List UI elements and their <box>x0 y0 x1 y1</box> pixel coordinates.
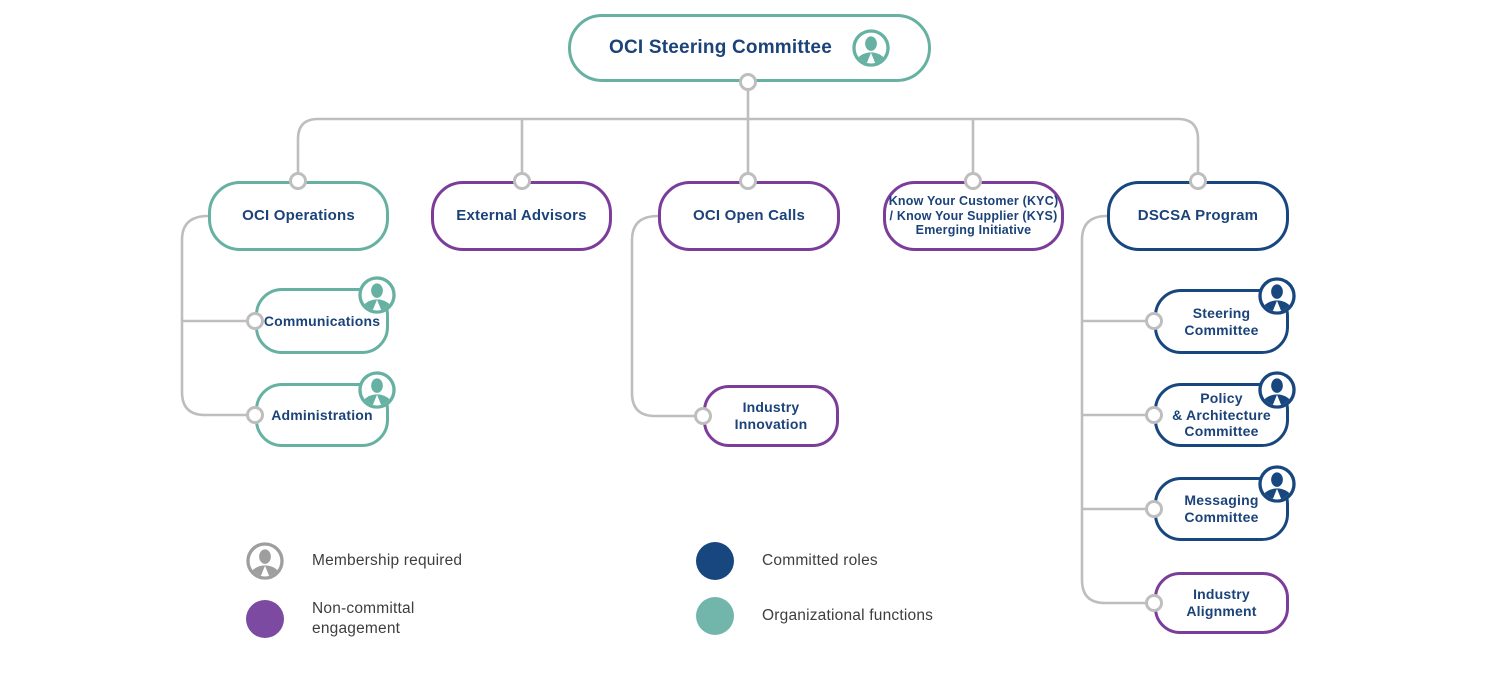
org-node-messaging-committee: Messaging Committee <box>1154 477 1289 541</box>
connector-node <box>1189 172 1207 190</box>
connector-node <box>289 172 307 190</box>
org-node-label: External Advisors <box>456 207 587 225</box>
legend-label: Non-committal engagement <box>312 600 415 638</box>
connector-node <box>1145 500 1163 518</box>
legend-swatch-navy <box>696 542 734 580</box>
org-node-label: Messaging Committee <box>1184 492 1259 525</box>
connector-node <box>1145 406 1163 424</box>
org-node-oci-operations: OCI Operations <box>208 181 389 251</box>
org-node-communications: Communications <box>255 288 389 354</box>
connector-node <box>694 407 712 425</box>
legend-item-committed-roles: Committed roles <box>696 542 878 580</box>
connector-node <box>739 172 757 190</box>
legend-swatch-purple <box>246 600 284 639</box>
legend-item-organizational-functions: Organizational functions <box>696 597 933 635</box>
org-node-kyc-kys-emerging-initiative: Know Your Customer (KYC) / Know Your Sup… <box>883 181 1064 251</box>
org-node-administration: Administration <box>255 383 389 447</box>
org-node-label: OCI Open Calls <box>693 207 805 225</box>
org-node-industry-alignment: Industry Alignment <box>1154 572 1289 634</box>
legend-label: Committed roles <box>762 551 878 569</box>
membership-icon <box>358 371 396 409</box>
org-node-policy-architecture-committee: Policy & Architecture Committee <box>1154 383 1289 447</box>
org-node-dscsa-program: DSCSA Program <box>1107 181 1289 251</box>
org-node-external-advisors: External Advisors <box>431 181 612 251</box>
org-node-label: Industry Alignment <box>1186 586 1257 619</box>
org-node-label: Communications <box>263 312 381 329</box>
org-node-label: Industry Innovation <box>734 399 808 432</box>
org-node-label: DSCSA Program <box>1137 207 1259 225</box>
legend-swatch-teal <box>696 597 734 635</box>
legend-label: Membership required <box>312 551 463 569</box>
org-node-label: OCI Operations <box>242 207 355 225</box>
connector-node <box>246 406 264 424</box>
org-node-label: Steering Committee <box>1184 304 1259 338</box>
membership-icon <box>1258 277 1296 315</box>
org-node-industry-innovation: Industry Innovation <box>703 385 839 447</box>
connector-node <box>739 73 757 91</box>
org-node-oci-steering-committee: OCI Steering Committee <box>568 14 931 82</box>
connector-node <box>1145 312 1163 330</box>
org-node-label: Know Your Customer (KYC) / Know Your Sup… <box>888 193 1059 238</box>
legend-label: Organizational functions <box>762 606 934 624</box>
connector-node <box>246 312 264 330</box>
legend-item-membership-required: Membership required <box>246 542 462 580</box>
connector-node <box>964 172 982 190</box>
membership-icon <box>358 276 396 314</box>
org-node-label: Administration <box>271 406 373 423</box>
connector-node <box>513 172 531 190</box>
legend-item-non-committal-engagement: Non-committal engagement <box>246 599 415 639</box>
membership-icon <box>852 29 890 67</box>
membership-icon <box>1258 371 1296 409</box>
org-node-oci-open-calls: OCI Open Calls <box>658 181 840 251</box>
membership-icon <box>246 542 284 580</box>
org-node-label: OCI Steering Committee <box>609 36 832 58</box>
membership-icon <box>1258 465 1296 503</box>
org-node-steering-committee: Steering Committee <box>1154 289 1289 354</box>
connector-node <box>1145 594 1163 612</box>
org-node-label: Policy & Architecture Committee <box>1172 390 1271 440</box>
